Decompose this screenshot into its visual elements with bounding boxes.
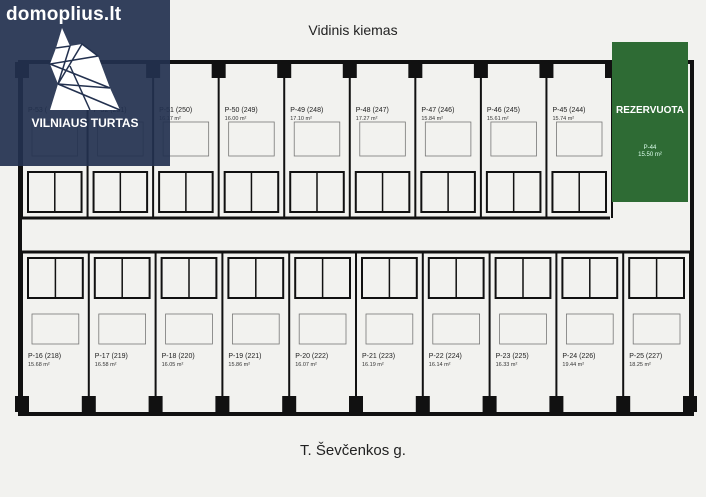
bottom-unit-label: P-20 (222) (295, 353, 328, 360)
top-unit-area: 17.27 m² (356, 116, 378, 122)
bottom-unit-area: 19.44 m² (562, 362, 584, 368)
top-unit-label: P-51 (250) (159, 107, 192, 114)
bottom-unit-area: 16.19 m² (362, 362, 384, 368)
bottom-bed (632, 313, 681, 345)
bottom-bed (566, 313, 614, 345)
reserved-unit-number: P-44 (643, 145, 657, 151)
bottom-bed (365, 313, 414, 345)
bottom-unit-label: P-24 (226) (562, 353, 595, 360)
top-pillar (539, 62, 554, 78)
top-bed (424, 121, 472, 157)
bottom-bed (298, 313, 347, 345)
bottom-pillar (415, 396, 430, 412)
bottom-unit-label: P-19 (221) (228, 353, 261, 360)
top-unit-area: 15.74 m² (552, 116, 574, 122)
bottom-pillar (15, 396, 29, 412)
bottom-pillar (549, 396, 564, 412)
top-bed (228, 121, 275, 157)
bottom-unit-label: P-23 (225) (496, 353, 529, 360)
top-bed (556, 121, 603, 157)
logo-panel: domoplius.lt VILNIAUS TURTAS (0, 0, 170, 166)
bottom-unit-label: P-22 (224) (429, 353, 462, 360)
reserved-unit-area: 15.50 m² (638, 152, 662, 158)
top-bed (293, 121, 341, 157)
bottom-bed (231, 313, 280, 345)
bottom-unit-area: 16.33 m² (496, 362, 518, 368)
bottom-pillar (683, 396, 697, 412)
bottom-unit-label: P-25 (227) (629, 353, 662, 360)
bottom-unit-label: P-16 (218) (28, 353, 61, 360)
bottom-bed (98, 313, 147, 345)
top-unit-area: 16.17 m² (159, 116, 181, 122)
top-unit-label: P-50 (249) (225, 107, 258, 114)
top-unit-label: P-48 (247) (356, 107, 389, 114)
bottom-unit-area: 15.68 m² (28, 362, 50, 368)
top-pillar (473, 62, 488, 78)
top-bed (359, 121, 406, 157)
top-unit-area: 15.61 m² (487, 116, 509, 122)
top-unit-area: 16.00 m² (225, 116, 247, 122)
bottom-unit-area: 16.07 m² (295, 362, 317, 368)
top-unit-label: P-46 (245) (487, 107, 520, 114)
top-unit-area: 15.84 m² (421, 116, 443, 122)
bottom-bed (165, 313, 213, 345)
bottom-unit-walls (15, 252, 697, 412)
top-bed (490, 121, 537, 157)
wolf-logo-icon (47, 28, 121, 111)
top-pillar (211, 62, 226, 78)
top-unit-label: P-47 (246) (421, 107, 454, 114)
bottom-unit-label: P-18 (220) (162, 353, 195, 360)
bottom-unit-area: 16.58 m² (95, 362, 117, 368)
reserved-label: REZERVUOTA (616, 105, 684, 116)
bottom-pillar (616, 396, 631, 412)
bottom-pillar (215, 396, 230, 412)
bottom-pillar (482, 396, 497, 412)
bottom-unit-label: P-17 (219) (95, 353, 128, 360)
bottom-pillar (81, 396, 96, 412)
bottom-unit-area: 16.05 m² (162, 362, 184, 368)
street-label-bottom: T. Ševčenkos g. (300, 442, 406, 459)
top-pillar (342, 62, 357, 78)
bottom-pillar (282, 396, 297, 412)
bottom-pillar (349, 396, 363, 412)
bottom-unit-area: 16.14 m² (429, 362, 451, 368)
bottom-bed (499, 313, 547, 345)
bottom-bed (31, 313, 80, 345)
bottom-unit-label: P-21 (223) (362, 353, 395, 360)
top-unit-label: P-45 (244) (552, 107, 585, 114)
top-pillar (277, 62, 292, 78)
bottom-unit-labels: P-16 (218) 15.68 m² P-17 (219) 16.58 m² P-18… (28, 353, 662, 368)
top-unit-label: P-49 (248) (290, 107, 323, 114)
top-pillar (408, 62, 423, 78)
bottom-unit-area: 18.25 m² (629, 362, 651, 368)
reserved-unit-block (612, 42, 688, 202)
top-unit-area: 17.10 m² (290, 116, 312, 122)
bottom-pillar (148, 396, 163, 412)
bottom-unit-area: 15.86 m² (228, 362, 250, 368)
bottom-bed (432, 313, 480, 345)
site-name: domoplius.lt (6, 4, 122, 25)
street-label-top: Vidinis kiemas (308, 22, 398, 38)
brand-name: VILNIAUS TURTAS (31, 116, 139, 130)
